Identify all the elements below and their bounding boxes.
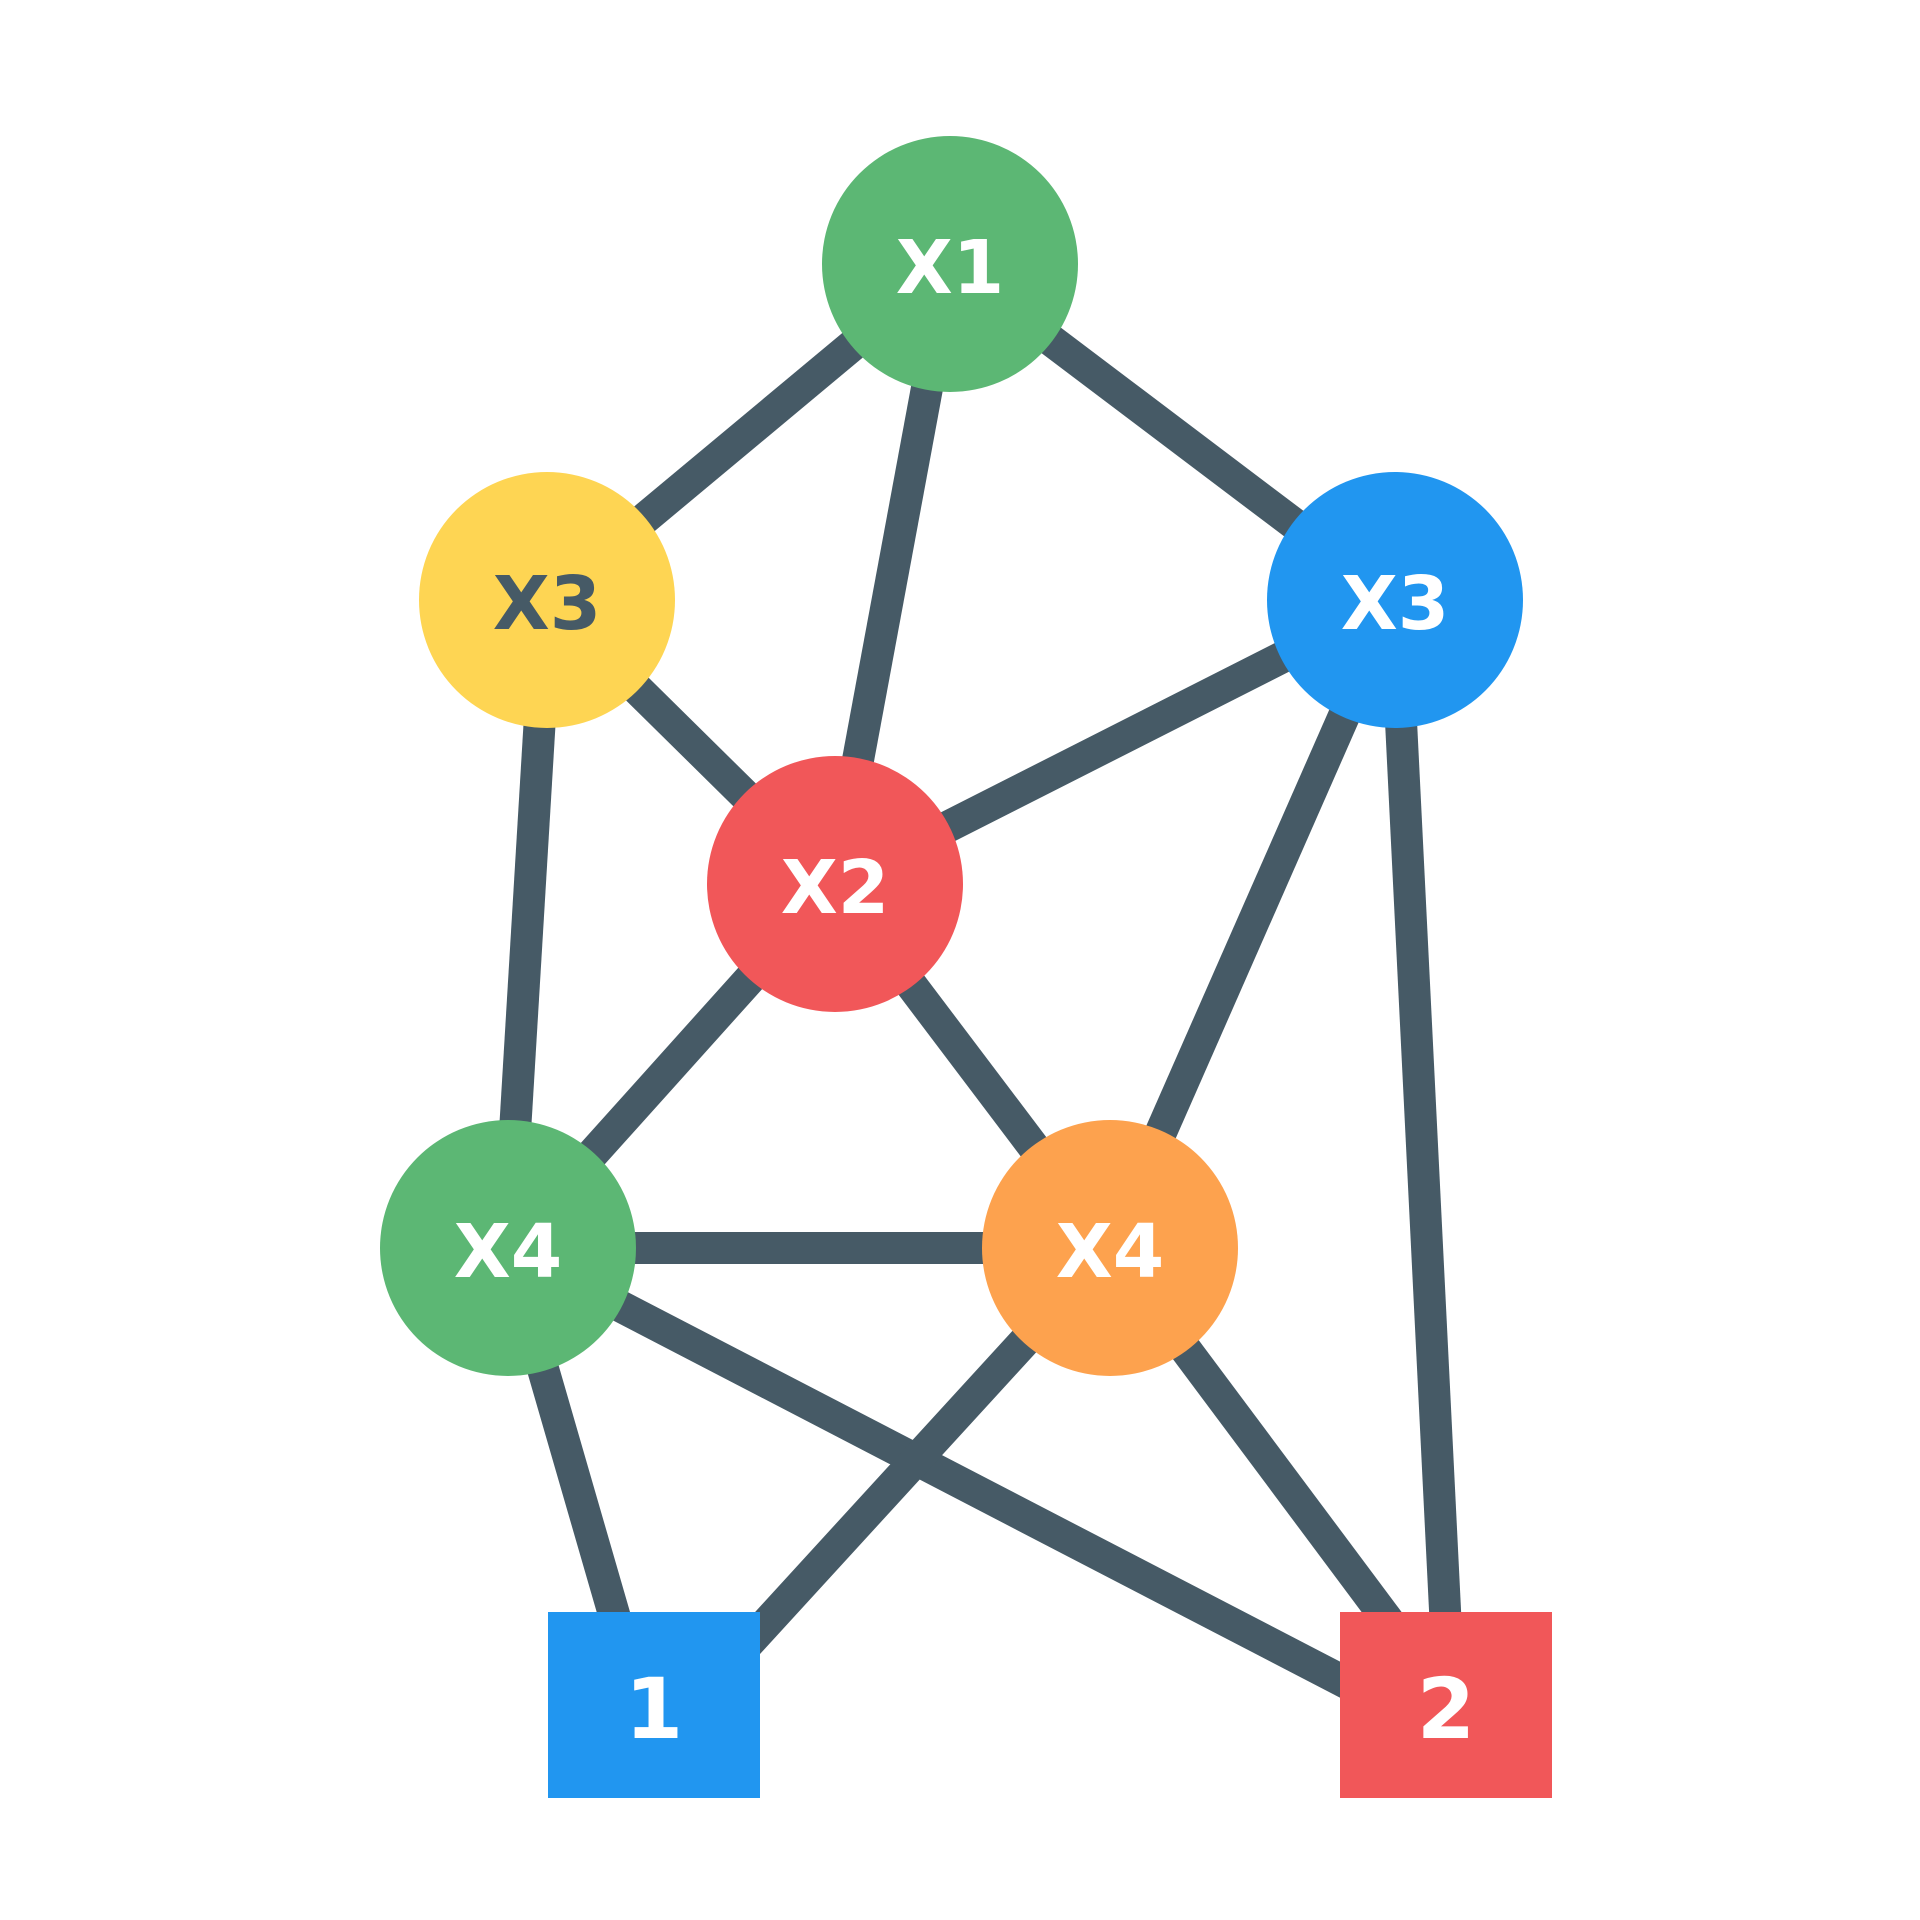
node-x4-left: X4 <box>380 1120 636 1376</box>
node-label: 2 <box>1417 1660 1475 1758</box>
node-x3-right: X3 <box>1267 472 1523 728</box>
edge-x3_right-out2 <box>1379 599 1462 1631</box>
node-circle <box>1267 472 1523 728</box>
node-circle <box>380 1120 636 1376</box>
output-square <box>1340 1612 1552 1798</box>
node-label: X4 <box>1056 1209 1165 1295</box>
node-x3-left: X3 <box>419 472 675 728</box>
node-label: X1 <box>896 225 1005 311</box>
node-x4-right: X4 <box>982 1120 1238 1376</box>
node-label: X2 <box>781 845 890 931</box>
node-label: 1 <box>625 1660 683 1758</box>
edge-x4_left-out2 <box>500 1233 1368 1705</box>
node-circle <box>707 756 963 1012</box>
node-label: X3 <box>1341 561 1450 647</box>
node-circle <box>822 136 1078 392</box>
edge-layer <box>492 251 1462 1705</box>
node-x2-center: X2 <box>707 756 963 1012</box>
node-circle <box>982 1120 1238 1376</box>
node-x1-top: X1 <box>822 136 1078 392</box>
output-square <box>548 1612 760 1798</box>
node-label: X4 <box>454 1209 563 1295</box>
node-label: X3 <box>493 561 602 647</box>
node-out1: 1 <box>548 1612 760 1798</box>
node-circle <box>419 472 675 728</box>
node-out2: 2 <box>1340 1612 1552 1798</box>
